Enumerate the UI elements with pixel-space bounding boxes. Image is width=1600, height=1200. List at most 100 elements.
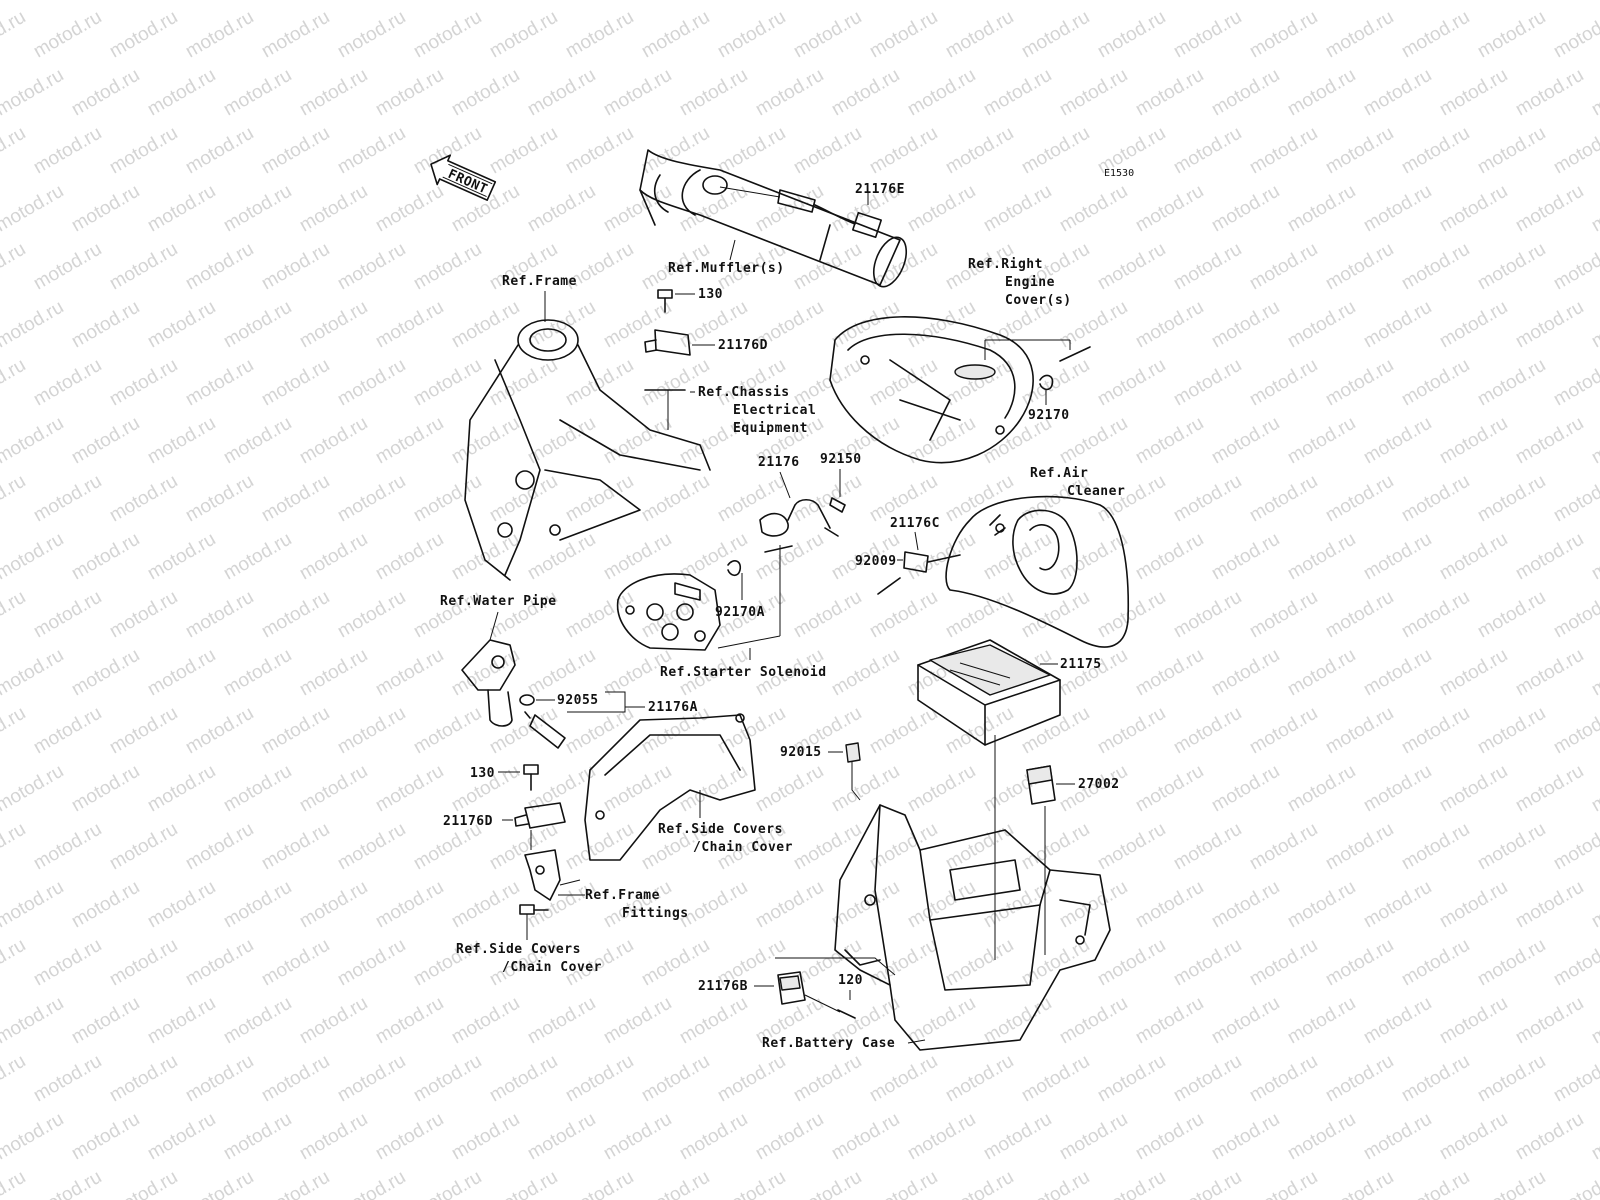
watermark-text: motod.ru	[144, 413, 219, 469]
watermark-text: motod.ru	[638, 1051, 713, 1107]
watermark-text: motod.ru	[524, 1109, 599, 1165]
watermark-text: motod.ru	[68, 0, 143, 4]
watermark-text: motod.ru	[410, 239, 485, 295]
watermark-text: motod.ru	[790, 819, 865, 875]
watermark-text: motod.ru	[68, 877, 143, 933]
chain-cover-bracket	[584, 713, 756, 861]
watermark-text: motod.ru	[1132, 181, 1207, 237]
bolt-130-top	[657, 289, 673, 313]
watermark-text: motod.ru	[562, 471, 637, 527]
muffler-assembly	[639, 149, 908, 288]
watermark-text: motod.ru	[1474, 1167, 1549, 1200]
watermark-text: motod.ru	[258, 819, 333, 875]
watermark-text: motod.ru	[144, 877, 219, 933]
label-ref-side-covers-2a: Ref.Side Covers	[456, 942, 581, 957]
watermark-text: motod.ru	[828, 297, 903, 353]
leader-ref-muffler	[729, 239, 736, 261]
watermark-text: motod.ru	[296, 529, 371, 585]
watermark-text: motod.ru	[486, 471, 561, 527]
watermark-text: motod.ru	[714, 123, 789, 179]
watermark-text: motod.ru	[714, 355, 789, 411]
watermark-text: motod.ru	[790, 587, 865, 643]
watermark-text: motod.ru	[1246, 935, 1321, 991]
watermark-text: motod.ru	[1322, 471, 1397, 527]
watermark-text: motod.ru	[600, 181, 675, 237]
watermark-text: motod.ru	[1246, 471, 1321, 527]
watermark-text: motod.ru	[0, 7, 29, 63]
watermark-text: motod.ru	[1208, 1109, 1283, 1165]
watermark-text: motod.ru	[1170, 587, 1245, 643]
side-cover-screw	[519, 904, 549, 915]
watermark-text: motod.ru	[1436, 761, 1511, 817]
watermark-text: motod.ru	[1512, 993, 1587, 1049]
watermark-text: motod.ru	[0, 993, 67, 1049]
watermark-text: motod.ru	[676, 1109, 751, 1165]
watermark-text: motod.ru	[372, 413, 447, 469]
watermark-text: motod.ru	[68, 181, 143, 237]
watermark-text: motod.ru	[486, 355, 561, 411]
watermark-text: motod.ru	[600, 877, 675, 933]
watermark-text: motod.ru	[334, 355, 409, 411]
label-ref-right-3: Cover(s)	[1005, 293, 1072, 308]
oring-92055	[519, 694, 535, 706]
watermark-text: motod.ru	[1246, 587, 1321, 643]
watermark-text: motod.ru	[1322, 587, 1397, 643]
watermark-text: motod.ru	[30, 703, 105, 759]
watermark-text: motod.ru	[220, 1109, 295, 1165]
watermark-text: motod.ru	[334, 935, 409, 991]
bolt-130-bottom	[523, 764, 539, 791]
watermark-text: motod.ru	[866, 935, 941, 991]
sensor-21176D-bottom	[514, 802, 566, 829]
watermark-text: motod.ru	[1550, 1051, 1600, 1107]
watermark-text: motod.ru	[144, 761, 219, 817]
watermark-text: motod.ru	[600, 529, 675, 585]
watermark-text: motod.ru	[1322, 123, 1397, 179]
watermark-text: motod.ru	[30, 1167, 105, 1200]
watermark-text: motod.ru	[1512, 877, 1587, 933]
watermark-text: motod.ru	[1132, 0, 1207, 4]
watermark-text: motod.ru	[1018, 123, 1093, 179]
watermark-text: motod.ru	[1398, 239, 1473, 295]
watermark-text: motod.ru	[0, 529, 67, 585]
sensor-21176B	[777, 971, 806, 1005]
watermark-text: motod.ru	[1170, 935, 1245, 991]
watermark-text: motod.ru	[942, 1051, 1017, 1107]
watermark-text: motod.ru	[1322, 355, 1397, 411]
watermark-text: motod.ru	[0, 471, 29, 527]
watermark-text: motod.ru	[258, 1167, 333, 1200]
watermark-text: motod.ru	[68, 65, 143, 121]
watermark-text: motod.ru	[1550, 239, 1600, 295]
leader-21176C	[914, 531, 919, 551]
watermark-text: motod.ru	[1056, 0, 1131, 4]
watermark-text: motod.ru	[1398, 587, 1473, 643]
watermark-text: motod.ru	[1246, 7, 1321, 63]
leader-frame-fittings	[558, 879, 585, 896]
watermark-text: motod.ru	[790, 239, 865, 295]
watermark-text: motod.ru	[144, 645, 219, 701]
sensor-21176A	[524, 711, 566, 749]
watermark-text: motod.ru	[0, 587, 29, 643]
watermark-text: motod.ru	[752, 1109, 827, 1165]
watermark-text: motod.ru	[68, 529, 143, 585]
watermark-text: motod.ru	[30, 819, 105, 875]
watermark-text: motod.ru	[410, 1167, 485, 1200]
watermark-text: motod.ru	[1208, 877, 1283, 933]
label-ref-chassis-3: Equipment	[733, 421, 808, 436]
watermark-text: motod.ru	[790, 7, 865, 63]
watermark-text: motod.ru	[1132, 529, 1207, 585]
watermark-text: motod.ru	[904, 65, 979, 121]
watermark-text: motod.ru	[1094, 355, 1169, 411]
watermark-text: motod.ru	[828, 65, 903, 121]
watermark-text: motod.ru	[904, 181, 979, 237]
watermark-text: motod.ru	[106, 123, 181, 179]
watermark-text: motod.ru	[220, 65, 295, 121]
watermark-text: motod.ru	[1284, 877, 1359, 933]
watermark-text: motod.ru	[220, 0, 295, 4]
watermark-text: motod.ru	[296, 993, 371, 1049]
leader-92015-to-case	[851, 762, 861, 801]
watermark-text: motod.ru	[334, 239, 409, 295]
watermark-text: motod.ru	[182, 7, 257, 63]
watermark-text: motod.ru	[0, 413, 67, 469]
watermark-text: motod.ru	[334, 1167, 409, 1200]
watermark-text: motod.ru	[1512, 297, 1587, 353]
